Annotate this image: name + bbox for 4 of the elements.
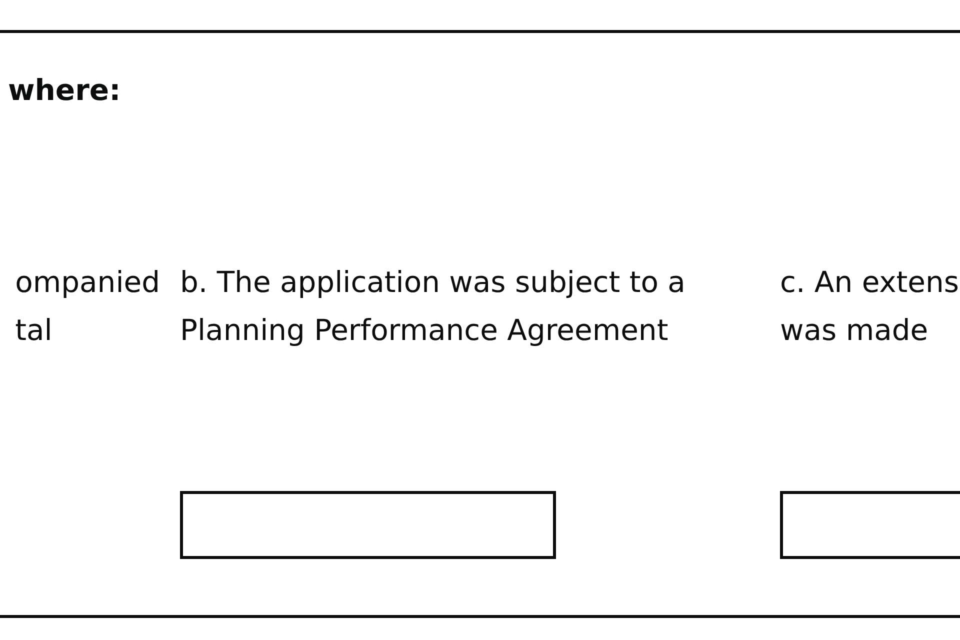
field-label: c. An extens was made <box>780 264 960 349</box>
field-label: ompanied tal <box>15 264 160 349</box>
field-label: b. The application was subject to a Planning Performance Agreement <box>180 264 686 349</box>
section-heading: where: <box>8 72 122 109</box>
